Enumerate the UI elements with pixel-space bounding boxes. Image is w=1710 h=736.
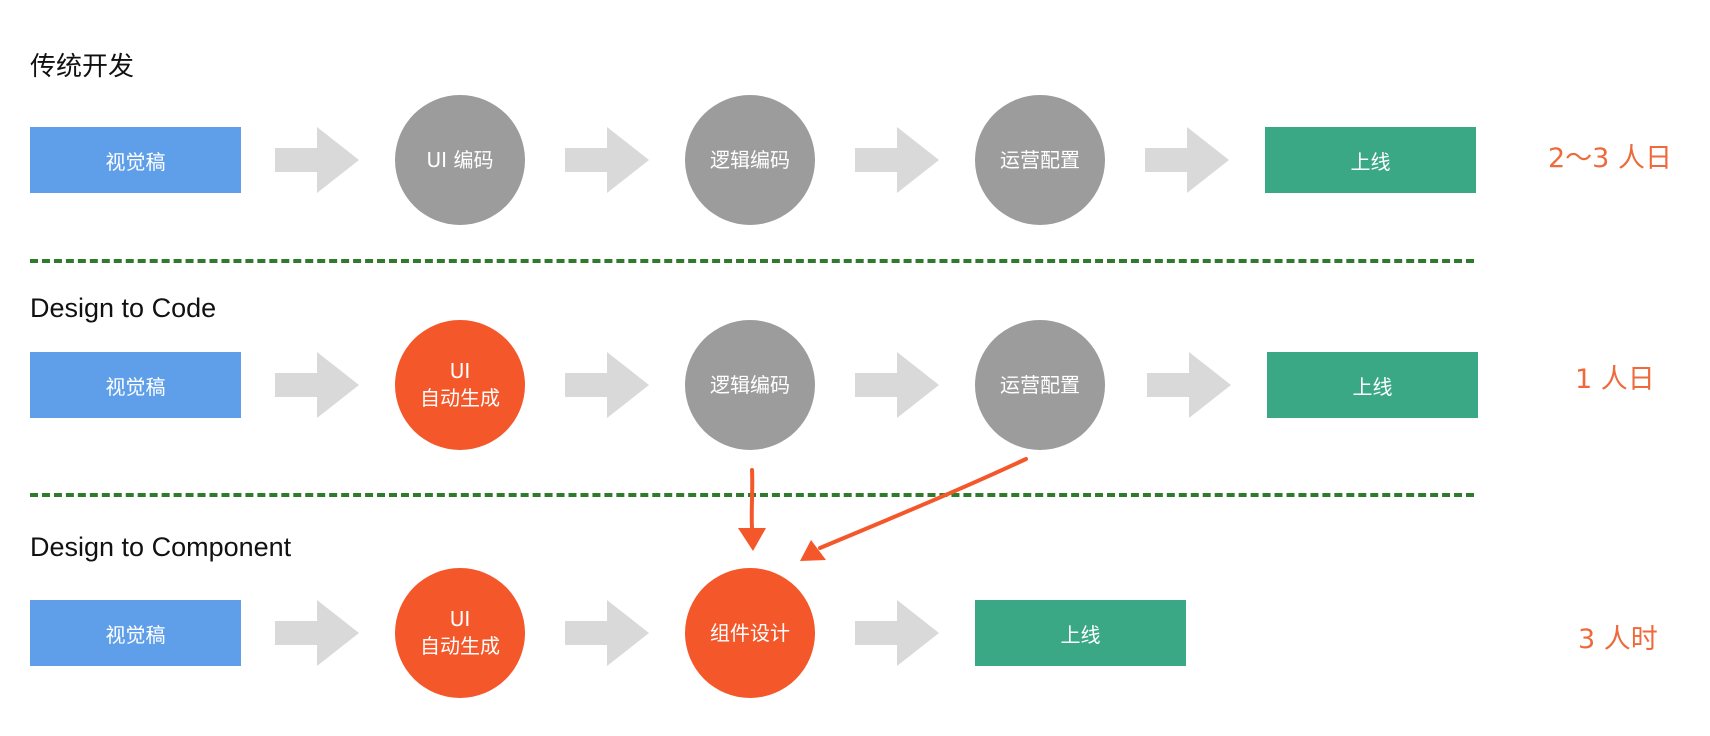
flow-arrow-icon bbox=[1145, 127, 1229, 193]
step-ui-auto-generate-line2: 自动生成 bbox=[420, 386, 500, 410]
flow-arrow-icon bbox=[565, 127, 649, 193]
step-launch: 上线 bbox=[1267, 352, 1478, 418]
step-visual-draft: 视觉稿 bbox=[30, 600, 241, 666]
flow-arrow-icon bbox=[855, 352, 939, 418]
step-ui-auto-generate-line2: 自动生成 bbox=[420, 634, 500, 658]
step-visual-draft: 视觉稿 bbox=[30, 352, 241, 418]
flow-arrow-icon bbox=[275, 600, 359, 666]
flow-arrow-icon bbox=[855, 600, 939, 666]
effort-label: 3 人时 bbox=[1578, 624, 1658, 655]
step-launch: 上线 bbox=[975, 600, 1186, 666]
step-ui-auto-generate-line1: UI bbox=[449, 607, 471, 631]
step-launch: 上线 bbox=[1265, 127, 1476, 193]
row-title-design-to-code: Design to Code bbox=[30, 293, 217, 323]
step-ops-config: 运营配置 bbox=[975, 320, 1105, 450]
merge-arrow-logic-to-component bbox=[738, 468, 766, 551]
row-divider bbox=[30, 259, 1474, 263]
step-ops-config: 运营配置 bbox=[975, 95, 1105, 225]
row-title-design-to-component: Design to Component bbox=[30, 532, 292, 562]
step-ui-auto-generate: UI 自动生成 bbox=[395, 568, 525, 698]
step-ui-coding: UI 编码 bbox=[395, 95, 525, 225]
effort-label: 1 人日 bbox=[1575, 364, 1655, 395]
flow-arrow-icon bbox=[275, 352, 359, 418]
step-visual-draft: 视觉稿 bbox=[30, 127, 241, 193]
flow-arrow-icon bbox=[855, 127, 939, 193]
step-logic-coding: 逻辑编码 bbox=[685, 320, 815, 450]
effort-label: 2～3 人日 bbox=[1548, 143, 1672, 174]
step-component-design: 组件设计 bbox=[685, 568, 815, 698]
step-logic-coding: 逻辑编码 bbox=[685, 95, 815, 225]
flow-arrow-icon bbox=[1147, 352, 1231, 418]
step-ui-auto-generate: UI 自动生成 bbox=[395, 320, 525, 450]
flow-arrow-icon bbox=[275, 127, 359, 193]
step-ui-auto-generate-line1: UI bbox=[449, 359, 471, 383]
flow-arrow-icon bbox=[565, 600, 649, 666]
row-title-traditional: 传统开发 bbox=[30, 52, 135, 82]
merge-arrow-ops-to-component bbox=[800, 457, 1028, 561]
flow-arrow-icon bbox=[565, 352, 649, 418]
